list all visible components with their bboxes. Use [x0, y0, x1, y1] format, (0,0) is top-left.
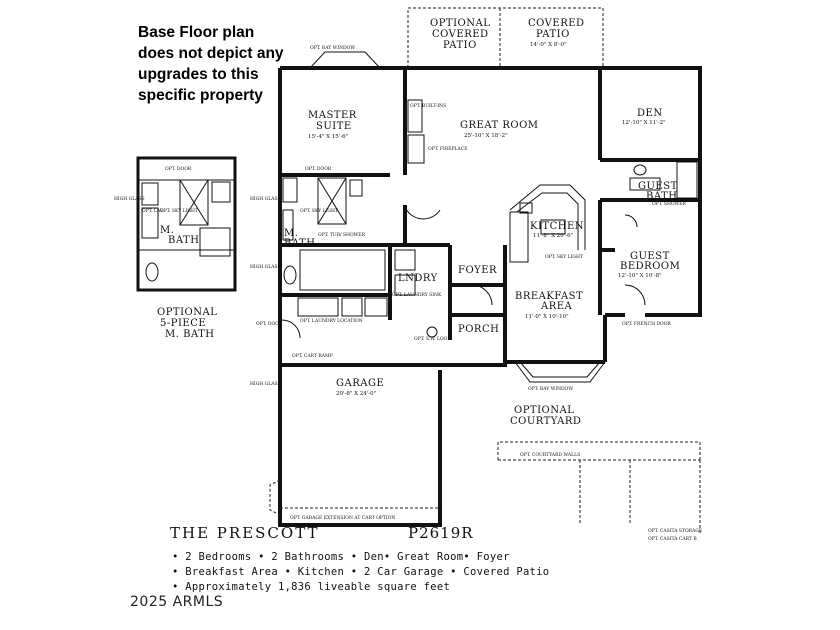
label-master-suite-1: MASTER: [308, 110, 357, 121]
label-covered-patio-2: PATIO: [536, 29, 570, 40]
breakfast-bay-window: [514, 361, 606, 383]
note-high-glass-2: HIGH GLASS: [250, 264, 281, 270]
label-opt-covered-patio-1: OPTIONAL: [430, 18, 490, 29]
top-bay-window: [309, 51, 381, 69]
note-fireplace: OPT. FIREPLACE: [428, 146, 468, 152]
door-swings: [281, 206, 646, 339]
note-high-glass-3: HIGH GLASS: [250, 381, 281, 387]
note-opt-door-1: OPT. DOOR: [305, 166, 332, 172]
garage-extension: [269, 479, 441, 516]
feature-line: • Breakfast Area • Kitchen • 2 Car Garag…: [172, 566, 550, 578]
plan-name: THE PRESCOTT: [170, 524, 320, 542]
disclaimer-line: Base Floor plan: [138, 24, 255, 41]
note-sky-light-3: OPT. SKY LIGHT: [545, 254, 583, 260]
note-casita-storage: OPT. CASITA STORAGE: [648, 528, 702, 534]
label-opt-m-bath-1: M.: [160, 225, 174, 236]
label-kitchen-dims: 11'-8" X 20'-6": [533, 233, 573, 239]
label-covered-patio-dims: 14'-0" X 8'-0": [530, 42, 567, 48]
note-bay-window-bottom: OPT. BAY WINDOW: [528, 386, 573, 392]
label-guest-bedroom-1: GUEST: [630, 251, 670, 262]
courtyard-walls: [497, 441, 701, 535]
label-garage: GARAGE: [336, 378, 384, 389]
label-kitchen: KITCHEN: [530, 221, 584, 232]
master-bath-fixtures: [282, 177, 386, 291]
feature-line: • Approximately 1,836 liveable square fe…: [172, 581, 451, 593]
note-sw-loop: OPT. S.W. LOOP: [414, 336, 450, 342]
label-m-bath-1: M.: [284, 228, 298, 239]
disclaimer-note: Base Floor plan does not depict any upgr…: [138, 22, 298, 106]
label-porch: PORCH: [458, 324, 499, 335]
label-den: DEN: [637, 108, 663, 119]
note-shower: OPT. SHOWER: [652, 201, 687, 207]
plan-annotations: OPT. BAY WINDOW OPT. BUILT-INS OPT. FIRE…: [114, 45, 702, 542]
label-opt-covered-patio-3: PATIO: [443, 40, 477, 51]
label-opt-5pc-3: M. BATH: [165, 329, 215, 340]
label-guest-bath-2: BATH: [646, 191, 677, 202]
disclaimer-line: does not depict any: [138, 45, 284, 62]
note-tub-shower: OPT. TUB/ SHOWER: [318, 232, 366, 238]
label-great-room-dims: 25'-10" X 18'-2": [464, 133, 508, 139]
label-opt-5pc-2: 5-PIECE: [160, 318, 206, 329]
note-bay-window-top: OPT. BAY WINDOW: [310, 45, 355, 51]
label-covered-patio-1: COVERED: [528, 18, 585, 29]
label-breakfast-2: AREA: [540, 301, 573, 312]
note-opt-door-2: OPT. DOOR: [165, 166, 192, 172]
note-cart-ramp: OPT. CART RAMP: [292, 353, 333, 359]
plan-code: P2619R: [408, 524, 474, 542]
kitchen-counter: [509, 184, 586, 263]
copyright-watermark: 2025 ARMLS: [130, 594, 224, 610]
label-courtyard-1: OPTIONAL: [514, 405, 574, 416]
note-high-glass-1: HIGH GLASS: [250, 196, 281, 202]
note-opt-door-3: OPT. DOOR: [256, 321, 283, 327]
label-master-suite-dims: 15'-4" X 15'-6": [308, 134, 348, 140]
note-casita-cart: OPT. CASITA CART B: [648, 536, 697, 542]
label-master-suite-2: SUITE: [316, 121, 352, 132]
label-garage-dims: 20'-8" X 24'-0": [336, 391, 376, 397]
label-m-bath-2: BATH: [284, 238, 315, 249]
note-garage-extension: OPT. GARAGE EXTENSION AT CART OPTION: [290, 515, 395, 521]
note-laundry-location: OPT. LAUNDRY LOCATION: [300, 318, 363, 324]
label-breakfast-1: BREAKFAST: [515, 291, 583, 302]
label-guest-bedroom-dims: 12'-10" X 10'-8": [618, 273, 662, 279]
label-opt-m-bath-2: BATH: [168, 235, 199, 246]
note-french-door: OPT. FRENCH DOOR: [622, 321, 671, 327]
label-laundry: LNDRY: [398, 273, 438, 284]
fireplace: [407, 134, 425, 164]
room-labels: OPTIONAL COVERED PATIO COVERED PATIO 14'…: [157, 18, 680, 427]
guest-bath-fixtures: [629, 161, 698, 199]
label-great-room: GREAT ROOM: [460, 120, 539, 131]
label-foyer: FOYER: [458, 265, 497, 276]
feature-line: • 2 Bedrooms • 2 Bathrooms • Den• Great …: [172, 551, 510, 563]
disclaimer-line: upgrades to this: [138, 66, 259, 83]
label-den-dims: 12'-10" X 11'-2": [622, 120, 666, 126]
optional-5-piece-bath-plan: [136, 156, 237, 292]
note-courtyard-walls: OPT. COURTYARD WALLS: [520, 452, 580, 458]
note-sky-light-2: OPT. SKY LIGHT: [160, 208, 198, 214]
label-guest-bedroom-2: BEDROOM: [620, 261, 680, 272]
note-high-glass-4: HIGH GLASS: [114, 196, 145, 202]
label-guest-bath-1: GUEST: [638, 181, 678, 192]
label-opt-5pc-1: OPTIONAL: [157, 307, 217, 318]
feature-list: • 2 Bedrooms • 2 Bathrooms • Den• Great …: [172, 550, 549, 595]
note-sky-light-1: OPT. SKY LIGHT: [300, 208, 338, 214]
note-opt-lav: OPT. LAV.: [142, 208, 164, 214]
label-breakfast-dims: 11'-0" X 10'-10": [525, 314, 569, 320]
note-built-ins: OPT. BUILT-INS: [410, 103, 446, 109]
interior-walls: [280, 68, 700, 340]
label-courtyard-2: COURTYARD: [510, 416, 581, 427]
label-opt-covered-patio-2: COVERED: [432, 29, 489, 40]
note-laundry-sink: OPT. LAUNDRY SINK: [392, 292, 442, 298]
disclaimer-line: specific property: [138, 87, 263, 104]
laundry-fixtures: [297, 249, 416, 317]
